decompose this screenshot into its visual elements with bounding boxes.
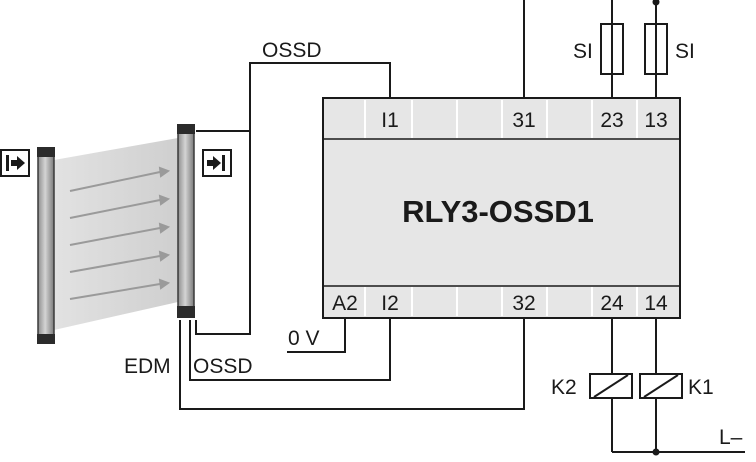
- top-wiring: OSSD SI SI: [196, 0, 695, 132]
- emitter-arrow-icon: [0, 149, 30, 177]
- ossd-wire-i1: [196, 62, 391, 132]
- coil-k2: [589, 373, 633, 399]
- sender-column: [37, 147, 55, 344]
- edm-wire-32: [179, 318, 525, 410]
- relay-name: RLY3-OSSD1: [402, 194, 594, 229]
- k2-label: K2: [551, 376, 577, 399]
- zero-v-wire-a2: [287, 318, 346, 353]
- terminal-a2: A2: [332, 292, 358, 315]
- beam-arrows: [69, 166, 171, 300]
- junction-bottom: [652, 448, 660, 456]
- si-label-left: SI: [573, 40, 593, 63]
- ossd-wire-i2: [189, 318, 391, 381]
- terminal-31: 31: [512, 109, 535, 132]
- zero-v-label: 0 V: [288, 327, 320, 350]
- ossd-label-bottom: OSSD: [193, 355, 253, 378]
- terminal-i1: I1: [381, 109, 399, 132]
- terminal-32: 32: [512, 292, 535, 315]
- receiver-arrow-icon: [202, 149, 232, 177]
- terminal-24: 24: [600, 292, 624, 315]
- coil-k1: [639, 373, 683, 399]
- k1-label: K1: [688, 376, 714, 399]
- l-minus-label: L–: [719, 426, 743, 449]
- light-curtain: [0, 124, 232, 344]
- terminal-i2: I2: [381, 292, 399, 315]
- contactor-wiring: K2 K1 L–: [551, 318, 745, 456]
- terminal-13: 13: [644, 109, 667, 132]
- terminal-14: 14: [644, 292, 668, 315]
- ossd-wire-back: [195, 131, 251, 335]
- si-label-right: SI: [675, 40, 695, 63]
- terminal-23: 23: [600, 109, 623, 132]
- protective-field: [54, 138, 178, 330]
- bottom-wiring: 0 V EDM OSSD: [124, 131, 525, 410]
- relay-module: RLY3-OSSD1 I1 31 23 13 A2 I2 32 24 14: [322, 97, 681, 319]
- terminal-separators: [364, 100, 638, 316]
- edm-label: EDM: [124, 355, 171, 378]
- receiver-column: [177, 124, 195, 318]
- junction-top: [652, 0, 660, 6]
- ossd-label-top: OSSD: [262, 39, 322, 62]
